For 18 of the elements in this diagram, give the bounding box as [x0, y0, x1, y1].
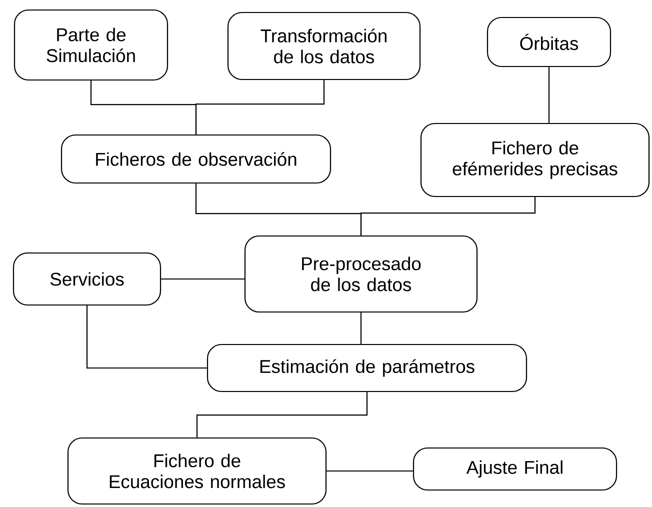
process-box: Estimación de parámetros [206, 344, 528, 392]
process-box: Servicios [12, 252, 162, 306]
connector-line [196, 392, 368, 438]
process-box: Parte de Simulación [14, 9, 168, 81]
process-box: Fichero de efémerides precisas [420, 122, 650, 198]
connector-line [86, 306, 207, 369]
process-box: Pre-procesado de los datos [244, 235, 478, 313]
process-box: Ajuste Final [412, 447, 618, 491]
process-box: Fichero de Ecuaciones normales [67, 437, 327, 505]
process-box: Ficheros de observación [60, 134, 332, 184]
process-box: Órbitas [486, 16, 612, 68]
connector-line [326, 470, 413, 472]
connector-line [360, 312, 362, 344]
process-box: Transformación de los datos [227, 12, 421, 80]
connector-line [161, 278, 244, 280]
connector-line [360, 197, 536, 236]
connector-line [548, 67, 550, 123]
connector-line [195, 80, 325, 134]
